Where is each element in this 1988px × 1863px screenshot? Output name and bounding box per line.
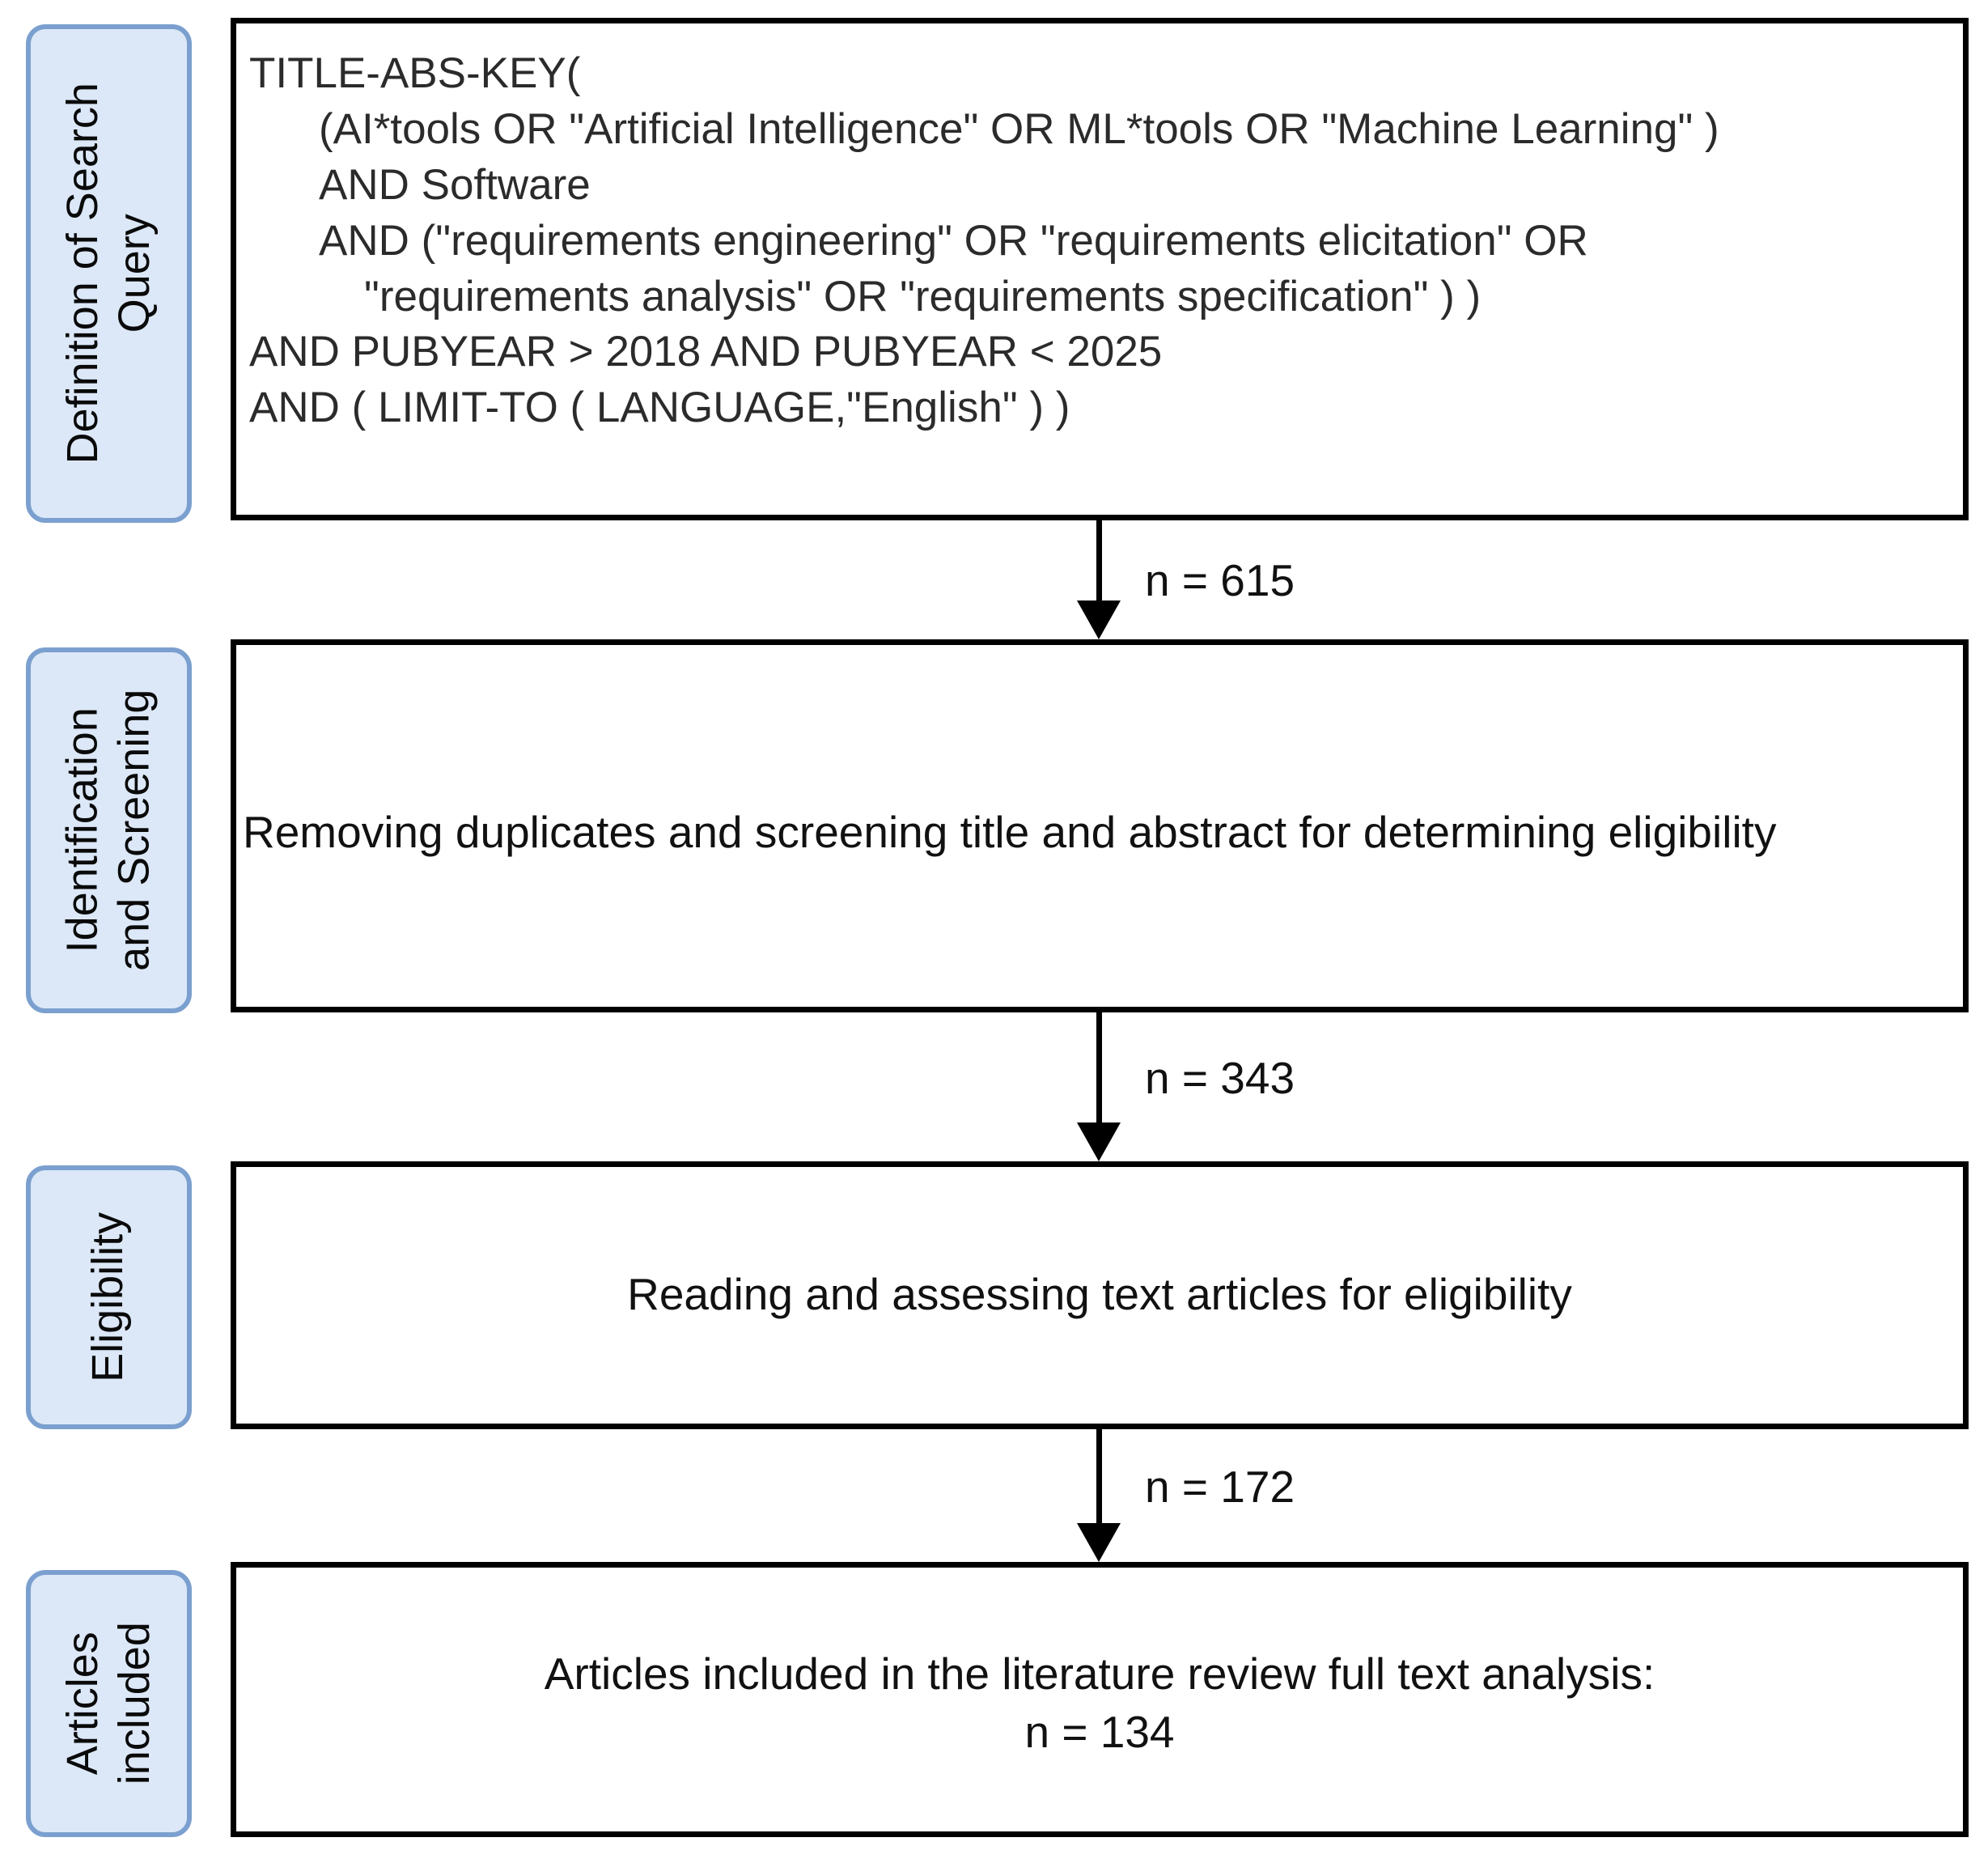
- stage-pill-identification-and-screening: Identification and Screening: [26, 647, 192, 1013]
- connector-count-label: n = 615: [1145, 555, 1295, 605]
- query-line: AND Software: [319, 160, 591, 209]
- eligibility-box: Reading and assessing text articles for …: [231, 1161, 1969, 1429]
- query-line: AND ( LIMIT-TO ( LANGUAGE,"English" ) ): [249, 384, 1070, 432]
- stage-label-line: Identification: [57, 707, 107, 953]
- stage-label-line: Definition of Search: [57, 83, 107, 465]
- query-line: TITLE-ABS-KEY(: [249, 49, 581, 97]
- included-count: n = 134: [1024, 1706, 1175, 1757]
- stage-pill-label: Identification and Screening: [57, 690, 160, 971]
- box-text-line: Reading and assessing text articles for …: [627, 1269, 1572, 1319]
- stage-pill-label: Definition of Search Query: [57, 83, 160, 464]
- stage-label-line: Query: [109, 214, 159, 333]
- screening-box-text: Removing duplicates and screening title …: [236, 804, 1963, 862]
- stage-pill-label: Articles included: [57, 1622, 160, 1784]
- arrow-head: [1077, 1122, 1121, 1161]
- search-query-text: TITLE-ABS-KEY( (AI*tools OR "Artificial …: [244, 46, 1955, 436]
- arrow-down-icon: [1076, 1012, 1121, 1161]
- eligibility-box-text: Reading and assessing text articles for …: [236, 1266, 1963, 1324]
- query-line: (AI*tools OR "Artificial Intelligence" O…: [319, 104, 1719, 153]
- arrow-down-icon: [1076, 520, 1121, 639]
- arrow-stem: [1096, 1429, 1102, 1523]
- query-line: AND PUBYEAR > 2018 AND PUBYEAR < 2025: [249, 328, 1163, 376]
- stage-label-line: Eligibility: [83, 1212, 133, 1383]
- query-line: "requirements analysis" OR "requirements…: [364, 272, 1481, 320]
- stage-label-line: Articles: [57, 1632, 107, 1776]
- arrow-head: [1077, 600, 1121, 639]
- arrow-head: [1077, 1523, 1121, 1562]
- connector-count-label: n = 172: [1145, 1462, 1295, 1512]
- query-line: AND ("requirements engineering" OR "requ…: [319, 216, 1588, 265]
- stage-label-line: included: [109, 1622, 159, 1785]
- stage-pill-definition-of-search-query: Definition of Search Query: [26, 24, 192, 523]
- stage-pill-eligibility: Eligibility: [26, 1165, 192, 1429]
- included-box-text: Articles included in the literature revi…: [236, 1645, 1963, 1761]
- arrow-down-icon: [1076, 1429, 1121, 1562]
- box-text-line: Removing duplicates and screening title …: [243, 807, 1777, 857]
- screening-box: Removing duplicates and screening title …: [231, 639, 1969, 1012]
- included-box: Articles included in the literature revi…: [231, 1562, 1969, 1837]
- stage-pill-label: Eligibility: [83, 1212, 135, 1382]
- stage-pill-articles-included: Articles included: [26, 1570, 192, 1837]
- arrow-stem: [1096, 520, 1102, 600]
- search-query-box: TITLE-ABS-KEY( (AI*tools OR "Artificial …: [231, 18, 1969, 520]
- stage-label-line: and Screening: [109, 689, 159, 972]
- box-text-line: Articles included in the literature revi…: [544, 1649, 1655, 1699]
- connector-count-label: n = 343: [1145, 1053, 1295, 1103]
- arrow-stem: [1096, 1012, 1102, 1122]
